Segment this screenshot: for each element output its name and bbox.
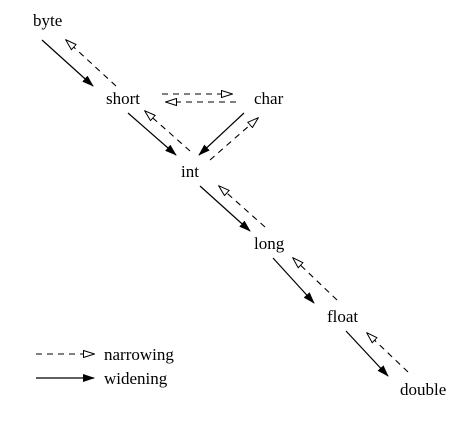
legend-narrowing-label: narrowing [104,345,174,364]
edge-short-to-int-widening [127,112,177,156]
node-long: long [254,234,285,253]
edge-float-to-double-widening [345,330,389,377]
legend-widening-label: widening [104,369,168,388]
edge-int-to-char-narrowing [209,118,258,161]
edge-char-to-int-widening [198,112,245,156]
node-int: int [181,162,199,181]
nodes-layer: byte short char int long float double [33,11,446,399]
node-double: double [400,380,446,399]
node-float: float [327,307,358,326]
edge-long-to-int-narrowing [219,186,266,228]
edge-int-to-short-narrowing [145,111,191,152]
node-byte: byte [33,11,62,30]
edges-layer [41,39,409,377]
edge-long-to-float-widening [272,257,315,304]
edge-int-to-long-widening [199,185,251,232]
node-char: char [254,89,284,108]
node-short: short [106,89,140,108]
legend: narrowing widening [36,345,174,388]
edge-float-to-long-narrowing [293,258,338,301]
edge-byte-to-short-widening [41,39,94,87]
edge-double-to-float-narrowing [367,333,409,373]
edge-short-to-byte-narrowing [66,40,117,87]
